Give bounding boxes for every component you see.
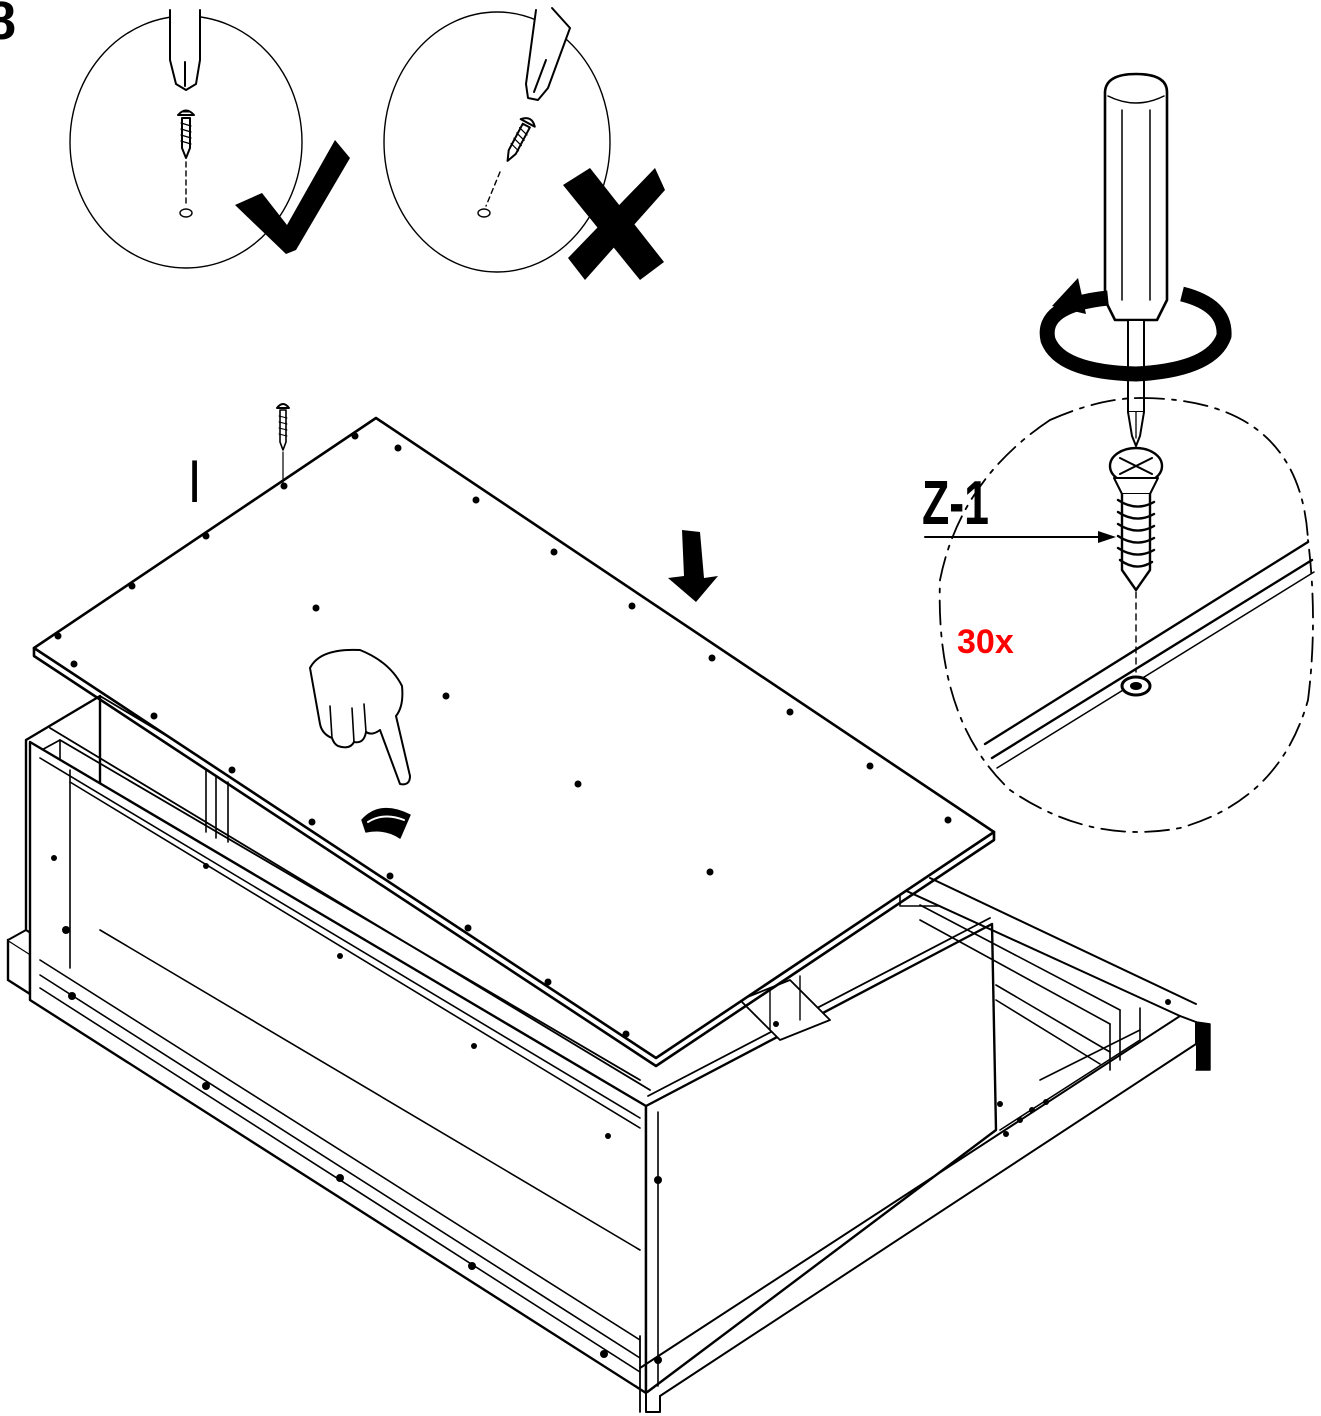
finger-hole xyxy=(361,807,411,839)
correct-detail xyxy=(69,9,303,269)
screw-above-panel xyxy=(276,403,290,485)
screwdriver-tip-angled xyxy=(525,7,571,101)
screw-straight xyxy=(177,109,195,159)
screwdriver xyxy=(1103,72,1169,447)
screw-angled xyxy=(506,117,536,162)
screw-quantity-label: 30x xyxy=(957,623,1014,661)
screw-part-label: Z-1 xyxy=(922,469,989,538)
incorrect-detail xyxy=(383,7,611,273)
step-number: 8 xyxy=(0,0,17,51)
cross-mark-icon xyxy=(563,168,665,280)
screwdriver-tip-straight xyxy=(169,9,201,91)
pointing-hand-icon xyxy=(309,648,411,786)
arrow-down-icon xyxy=(668,530,718,602)
rotate-arrow-icon xyxy=(1039,278,1232,382)
screw-detail-view xyxy=(924,397,1315,833)
check-mark-icon xyxy=(235,140,350,254)
panel-part-label: I xyxy=(190,448,200,515)
top-panel xyxy=(32,416,996,1068)
